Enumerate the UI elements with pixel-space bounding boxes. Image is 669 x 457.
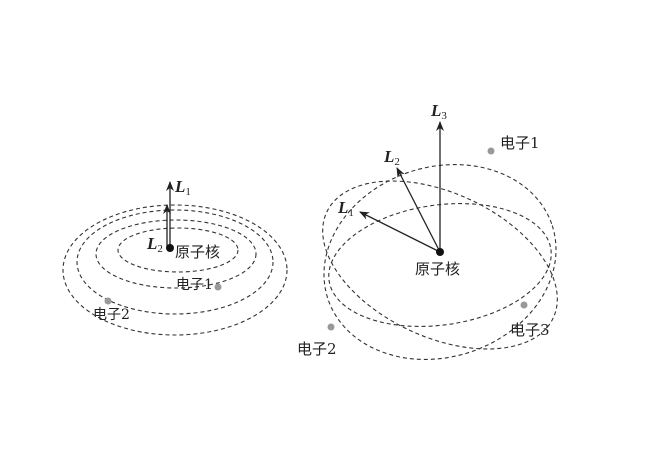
right-orbit-3 (322, 180, 558, 350)
left-electron-1 (214, 283, 222, 291)
right-vector-L1 (359, 211, 441, 253)
right-L3-label: L3 (430, 101, 447, 122)
right-electron-1-label: 电子1 (500, 134, 540, 152)
right-orbit-2 (328, 203, 552, 327)
left-orbit-inner (95, 219, 257, 289)
right-nucleus-label: 原子核 (415, 260, 460, 278)
left-nucleus-label: 原子核 (175, 243, 220, 261)
left-orbit-innermost (117, 227, 239, 273)
left-electron-1-label: 电子1 (176, 277, 213, 293)
right-orbit-1 (323, 164, 557, 360)
left-L1-label: L1 (174, 177, 191, 198)
right-electron-3-label: 电子3 (510, 321, 550, 339)
left-electron-2-label: 电子2 (93, 307, 130, 323)
right-L1-label: L1 (337, 198, 354, 219)
right-nucleus (436, 248, 444, 256)
left-nucleus (166, 244, 174, 252)
left-orbit-outer (62, 204, 288, 336)
left-orbit-middle (76, 209, 274, 315)
right-electron-1 (487, 147, 495, 155)
right-L2-label: L2 (383, 147, 400, 168)
left-diagram: L1 L2 原子核 电子1 电子2 (62, 177, 288, 336)
right-electron-3 (520, 301, 528, 309)
left-L2-label: L2 (146, 234, 163, 255)
right-diagram: L3 L2 L1 原子核 电子1 电子2 电子3 (297, 101, 558, 360)
left-electron-2 (104, 297, 112, 305)
right-vector-L2 (396, 167, 441, 253)
right-electron-2 (327, 323, 335, 331)
right-electron-2-label: 电子2 (297, 340, 337, 358)
